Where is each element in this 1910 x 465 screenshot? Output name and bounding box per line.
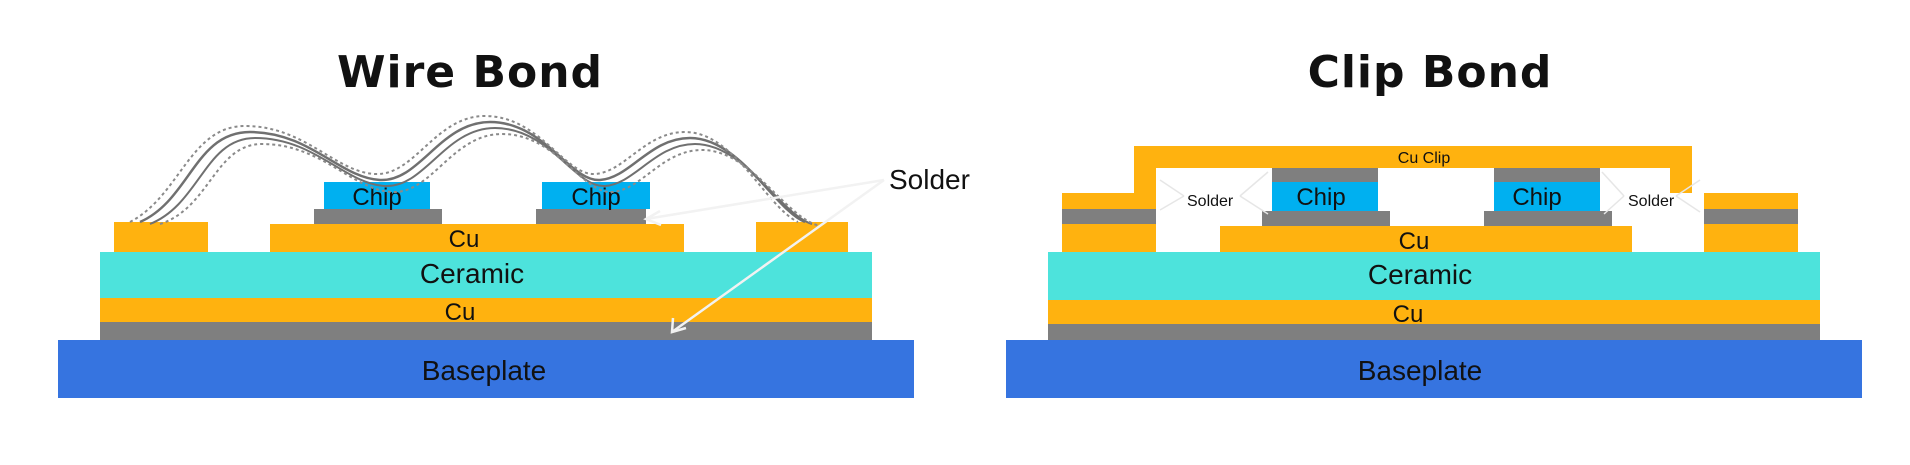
clip-bond-cu-top-label: Cu (1399, 228, 1430, 255)
clip-solder-left (1272, 168, 1378, 182)
cu-clip-label: Cu Clip (1398, 150, 1451, 167)
cu-clip (1062, 146, 1798, 209)
clip-bond-solder-left-label: Solder (1187, 193, 1234, 210)
wire-bond-cu-bottom-label: Cu (445, 299, 476, 326)
clip-bond-diagram: Clip Bond Baseplate Cu Ceramic Cu Chip C… (1006, 47, 1862, 398)
bond-wires (129, 114, 821, 227)
clip-bond-chip-left-label: Chip (1296, 184, 1345, 211)
clip-bond-terminal-solder-right (1704, 209, 1798, 224)
wire-bond-chip-left-label: Chip (352, 184, 401, 211)
clip-arrow-left-terminal-up (1159, 179, 1185, 197)
clip-arrow-left-terminal (1159, 195, 1185, 211)
wire-bond-cu-top-label: Cu (449, 226, 480, 253)
clip-bond-ceramic-label: Ceramic (1368, 259, 1472, 290)
clip-bond-baseplate (1006, 340, 1862, 398)
clip-bond-title: Clip Bond (1308, 47, 1553, 98)
clip-bond-terminal-right (1704, 224, 1798, 252)
wire-bond-chip-right (542, 182, 650, 209)
bond-wire-shadow (129, 114, 799, 223)
solder-callout-label: Solder (889, 164, 970, 195)
solder-arrow-die (645, 178, 885, 221)
clip-bond-bottom-solder (1048, 324, 1820, 340)
solder-arrowhead-die (643, 209, 662, 227)
wire-bond-cu-top (270, 224, 684, 252)
clip-arrow-right-die (1603, 195, 1625, 215)
wire-bond-baseplate-label: Baseplate (422, 355, 547, 386)
wire-bond-baseplate (58, 340, 914, 398)
clip-bond-baseplate-label: Baseplate (1358, 355, 1483, 386)
clip-arrow-left-die (1239, 195, 1269, 215)
solder-arrowhead-substrate (670, 317, 687, 334)
wire-bond-die-solder-left (314, 209, 442, 224)
wire-bond-bottom-solder (100, 322, 872, 340)
bond-wire-main (139, 120, 806, 224)
wire-bond-die-solder-right (536, 209, 646, 224)
clip-bond-die-solder-right (1484, 211, 1612, 226)
bond-wire-shadow-outer (159, 132, 821, 227)
clip-arrow-left-chip (1239, 171, 1269, 197)
clip-bond-cu-bottom-label: Cu (1393, 301, 1424, 328)
clip-bond-cu-top (1220, 226, 1632, 252)
wire-bond-cu-bottom (100, 298, 872, 322)
clip-bond-terminal-left (1062, 224, 1156, 252)
clip-bond-chip-left (1272, 182, 1378, 211)
clip-arrow-right-chip (1601, 171, 1625, 197)
solder-callout-arrows (643, 178, 885, 334)
solder-arrow-substrate (671, 178, 885, 334)
wire-bond-ceramic-label: Ceramic (420, 258, 524, 289)
wire-bond-cu-pad-left (114, 222, 208, 252)
clip-bond-solder-right-label: Solder (1628, 193, 1675, 210)
clip-bond-die-solder-left (1262, 211, 1390, 226)
clip-arrow-right-terminal-up (1675, 179, 1701, 197)
wire-bond-ceramic (100, 252, 872, 298)
clip-arrow-right-terminal (1675, 195, 1701, 213)
wire-bond-title: Wire Bond (337, 47, 603, 98)
clip-bond-terminal-solder-left (1062, 209, 1156, 224)
clip-bond-ceramic (1048, 252, 1820, 300)
clip-solder-callout-arrows (1159, 171, 1701, 215)
wire-bond-cu-pad-right (756, 222, 848, 252)
clip-solder-right (1494, 168, 1600, 182)
clip-bond-chip-right (1494, 182, 1600, 211)
clip-bond-chip-right-label: Chip (1512, 184, 1561, 211)
clip-bond-cu-bottom (1048, 300, 1820, 324)
bond-wire-second (149, 126, 813, 225)
wire-bond-diagram: Wire Bond Baseplate Cu Ceramic Cu Chip C… (58, 47, 970, 398)
